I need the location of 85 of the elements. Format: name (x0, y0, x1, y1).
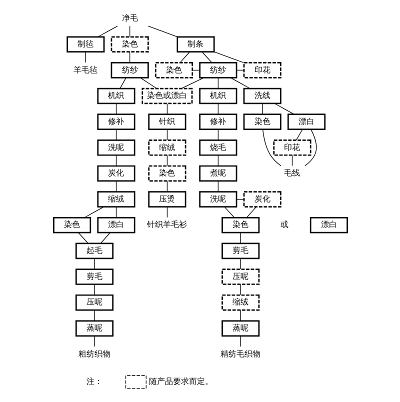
connector (274, 103, 294, 115)
connector (217, 180, 218, 192)
connector (147, 26, 178, 38)
node-box: 压呢 (74, 294, 114, 311)
connector (78, 232, 88, 244)
connector (246, 206, 256, 218)
connector (97, 26, 118, 38)
connector (100, 232, 110, 244)
connector (304, 129, 316, 166)
connector (119, 77, 126, 89)
connector (84, 52, 86, 63)
connector (115, 206, 116, 218)
node-box: 机织 (96, 88, 135, 104)
connector (166, 154, 168, 166)
node-box: 炭化 (242, 191, 281, 208)
label: 或 (280, 219, 288, 230)
node-box: 漂白 (309, 216, 348, 234)
node-box: 剪毛 (74, 268, 114, 285)
connector (166, 129, 168, 140)
node-box: 机织 (198, 88, 237, 104)
node-box: 漂白 (286, 114, 326, 130)
node-box: 起毛 (74, 242, 114, 260)
node-text: 精纺毛织物 (220, 348, 260, 358)
connector (201, 52, 212, 63)
node-box: 洗呢 (198, 191, 237, 208)
connector (166, 103, 168, 114)
node-box: 纺纱 (198, 62, 237, 78)
node-box: 染色 (221, 216, 260, 234)
node-box: 蒸呢 (221, 320, 260, 337)
connector (115, 180, 116, 192)
node-box: 纺纱 (110, 62, 148, 78)
node-box: 染色 (242, 114, 281, 130)
node-box: 漂白 (96, 216, 135, 234)
connector (217, 129, 218, 140)
node-box: 缩绒 (221, 294, 260, 311)
node-box: 煮呢 (198, 165, 237, 182)
connector (115, 154, 116, 166)
node-box: 染色 (110, 36, 148, 53)
connector (115, 129, 116, 140)
node-text: 粗纺织物 (78, 348, 110, 358)
node-box: 染色或漂白 (141, 88, 192, 104)
node-box: 缩绒 (148, 140, 186, 156)
connector (213, 51, 244, 64)
node-box: 制毡 (66, 36, 104, 53)
connector (217, 77, 218, 89)
node-box: 剪毛 (221, 242, 260, 260)
connector (179, 52, 190, 63)
connector (128, 26, 130, 37)
node-box: 印花 (272, 140, 311, 156)
node-box: 蒸呢 (74, 320, 114, 337)
legend-label: 随产品要求而定。 (148, 376, 212, 386)
connector (291, 154, 292, 166)
connector (84, 206, 104, 218)
node-box: 洗呢 (96, 140, 135, 156)
connector (139, 77, 156, 89)
node-text: 羊毛毡 (73, 64, 98, 74)
node-box: 缩绒 (96, 191, 135, 208)
connector (217, 154, 218, 166)
connector (262, 129, 281, 166)
node-box: 压烫 (148, 191, 186, 208)
connector (296, 129, 302, 140)
node-box: 修补 (96, 114, 135, 130)
connector (217, 103, 218, 114)
node-box: 制条 (176, 36, 214, 53)
node-box: 染色 (52, 216, 91, 234)
connector (115, 103, 116, 114)
node-box: 修补 (198, 114, 237, 130)
node-box: 炭化 (96, 165, 135, 182)
node-box: 压呢 (221, 268, 260, 285)
node-box: 染色 (148, 165, 186, 182)
node-box: 洗线 (242, 88, 281, 104)
connector (166, 206, 168, 218)
node-box: 烧毛 (198, 140, 237, 156)
node-box: 针织 (148, 114, 186, 130)
connector (128, 52, 130, 63)
connector (166, 180, 168, 192)
node-text: 毛线 (284, 168, 300, 178)
node-text: 针织羊毛衫 (146, 219, 187, 230)
connector (224, 206, 234, 218)
node-text: 净毛 (121, 12, 138, 23)
label: 注： (86, 376, 102, 386)
node-box: 印花 (242, 62, 281, 78)
node-box: 染色 (154, 62, 193, 78)
connector (180, 77, 204, 89)
connector (230, 77, 250, 89)
